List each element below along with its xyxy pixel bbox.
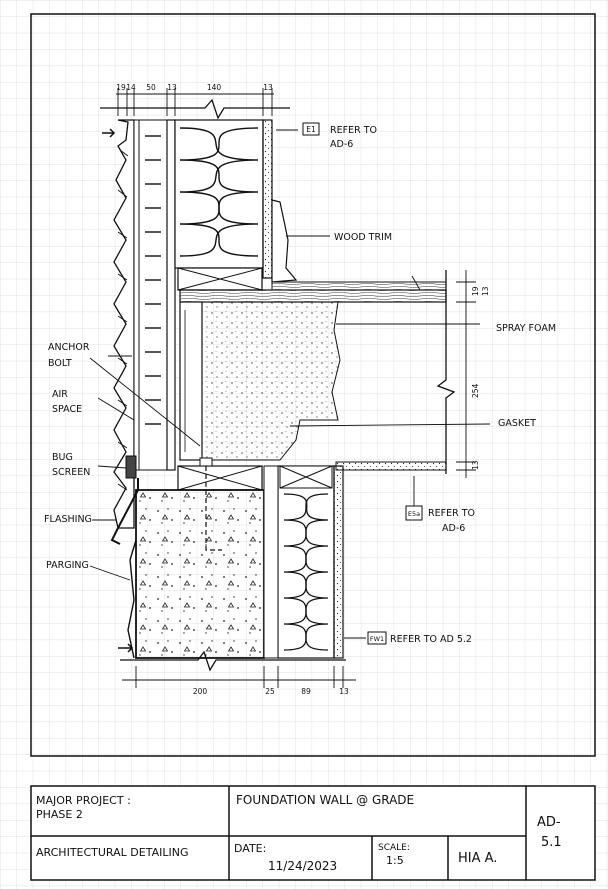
sheathing bbox=[166, 119, 176, 471]
title-course: ARCHITECTURAL DETAILING bbox=[36, 846, 188, 859]
joist-bottom-finish bbox=[335, 461, 447, 471]
dim-right-4: 13 bbox=[471, 460, 480, 470]
dim-top-1: 19 bbox=[116, 83, 126, 92]
bottom-dimension-string bbox=[122, 666, 356, 688]
break-line-bottom bbox=[120, 650, 346, 672]
drywall-lower bbox=[333, 465, 344, 659]
callout-gasket: GASKET bbox=[498, 418, 536, 429]
foundation-top-plate-cross bbox=[279, 465, 333, 489]
callout-parging: PARGING bbox=[46, 560, 89, 571]
dim-bottom-1: 200 bbox=[193, 687, 208, 696]
dim-top-6: 13 bbox=[263, 83, 273, 92]
tag-e1: E1 bbox=[306, 125, 316, 134]
top-dimension-string bbox=[116, 88, 274, 116]
title-project-line2: PHASE 2 bbox=[36, 808, 83, 821]
drywall-upper bbox=[262, 119, 273, 279]
title-sheet-number-line2: 5.1 bbox=[541, 835, 562, 850]
subfloor bbox=[179, 289, 447, 303]
callout-anchor-bolt-line1: ANCHOR bbox=[48, 342, 90, 353]
finish-floor bbox=[271, 281, 447, 291]
rim-joist bbox=[179, 301, 203, 461]
furring-strip bbox=[133, 119, 140, 471]
title-project-line1: MAJOR PROJECT : bbox=[36, 794, 131, 807]
callout-bug-screen-line1: BUG bbox=[52, 452, 73, 463]
dim-bottom-3: 89 bbox=[301, 687, 311, 696]
title-date-value: 11/24/2023 bbox=[268, 859, 337, 873]
dim-top-5: 140 bbox=[207, 83, 222, 92]
air-space bbox=[138, 119, 168, 471]
dim-bottom-2: 25 bbox=[265, 687, 275, 696]
title-block bbox=[30, 785, 596, 881]
title-drawing-name: FOUNDATION WALL @ GRADE bbox=[236, 793, 414, 807]
dim-bottom-4: 13 bbox=[339, 687, 349, 696]
siding-cladding bbox=[113, 119, 135, 529]
title-sheet-number-line1: AD- bbox=[537, 815, 561, 830]
section-detail bbox=[100, 98, 456, 672]
batt-insulation-upper-2 bbox=[179, 127, 259, 257]
tag-e5-box bbox=[405, 505, 423, 521]
callout-air-space-line1: AIR bbox=[52, 389, 68, 400]
title-date-label: DATE: bbox=[234, 842, 266, 855]
callout-refer-e1-line1: REFER TO bbox=[330, 125, 377, 136]
batt-insulation-upper bbox=[179, 127, 259, 257]
tag-e5: E5a bbox=[408, 510, 420, 518]
right-dimension-string bbox=[456, 270, 476, 478]
title-scale-label: SCALE: bbox=[378, 843, 410, 853]
dim-right-1: 19 bbox=[471, 286, 480, 296]
drawing-border bbox=[30, 13, 596, 757]
dim-top-2: 14 bbox=[126, 83, 136, 92]
tag-e1-box bbox=[302, 122, 320, 136]
air-space-ticks bbox=[145, 135, 161, 425]
callout-wood-trim: WOOD TRIM bbox=[334, 232, 392, 243]
callout-air-space-line2: SPACE bbox=[52, 404, 82, 415]
title-scale-value: 1:5 bbox=[386, 854, 404, 867]
callout-spray-foam: SPRAY FOAM bbox=[496, 323, 556, 334]
callout-bug-screen-line2: SCREEN bbox=[52, 467, 90, 478]
siding-grain bbox=[117, 149, 129, 491]
foundation-air-gap bbox=[263, 465, 279, 659]
callout-refer-e5-line1: REFER TO bbox=[428, 508, 475, 519]
callout-refer-fw: REFER TO AD 5.2 bbox=[390, 634, 472, 645]
tag-fw: FW1 bbox=[370, 635, 384, 643]
callout-refer-e1-line2: AD-6 bbox=[330, 139, 353, 150]
dim-right-3: 254 bbox=[471, 383, 480, 398]
grade-arrow-top bbox=[102, 128, 116, 138]
spray-foam bbox=[201, 301, 341, 461]
flashing bbox=[110, 478, 139, 545]
callout-anchor-bolt-line2: BOLT bbox=[48, 358, 72, 369]
bug-screen bbox=[125, 455, 137, 479]
grade-arrow-bottom bbox=[118, 643, 134, 653]
break-line-top bbox=[100, 98, 290, 120]
parging bbox=[127, 539, 137, 659]
callout-flashing: FLASHING bbox=[44, 514, 92, 525]
dim-top-4: 13 bbox=[167, 83, 177, 92]
sill-plate-cross bbox=[177, 465, 263, 491]
callout-refer-e5-line2: AD-6 bbox=[442, 523, 465, 534]
leader-lines bbox=[89, 129, 491, 639]
batt-insulation-lower-2 bbox=[283, 493, 329, 651]
dim-top-3: 50 bbox=[146, 83, 156, 92]
tag-fw-box bbox=[367, 631, 387, 645]
concrete-foundation-wall bbox=[135, 489, 265, 659]
title-author: HIA A. bbox=[458, 851, 497, 866]
break-line-right bbox=[436, 270, 456, 474]
anchor-bolt-nut bbox=[199, 457, 213, 467]
dim-right-2: 13 bbox=[481, 286, 490, 296]
batt-insulation-lower bbox=[283, 493, 329, 651]
bottom-plate-cross bbox=[177, 267, 263, 291]
